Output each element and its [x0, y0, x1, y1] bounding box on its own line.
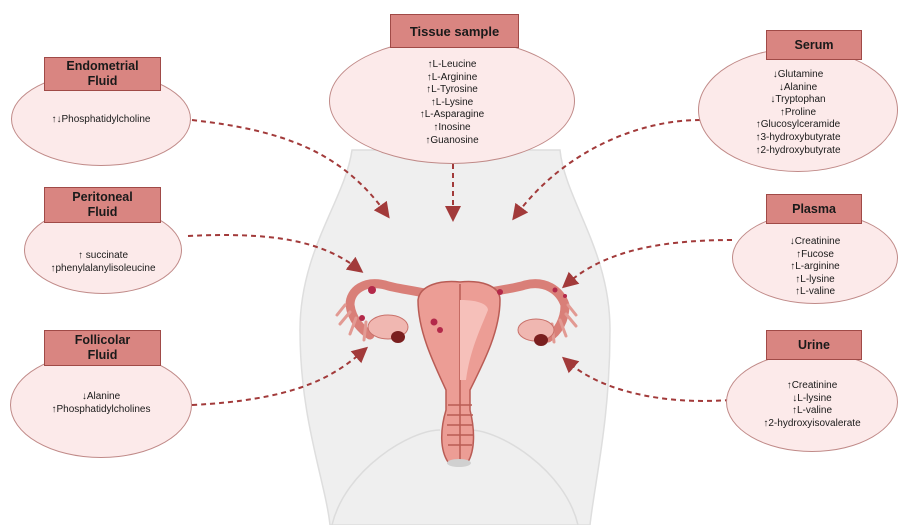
endometrial-items: ↑↓Phosphatidylcholine — [11, 114, 191, 127]
serum-item: ↑Proline — [698, 107, 898, 120]
follicular-title-box: Follicolar Fluid — [44, 330, 161, 366]
peritoneal-title-line2: Fluid — [88, 205, 118, 220]
urine-item: ↓L-lysine — [726, 393, 898, 406]
tissue-item: ↑L-Arginine — [329, 72, 575, 85]
urine-items: ↑Creatinine ↓L-lysine ↑L-valine ↑2-hydro… — [726, 380, 898, 430]
plasma-item: ↑L-valine — [732, 286, 898, 299]
tissue-title: Tissue sample — [410, 24, 499, 39]
tissue-item: ↑L-Asparagine — [329, 109, 575, 122]
urine-title-box: Urine — [766, 330, 862, 360]
urine-item: ↑L-valine — [726, 405, 898, 418]
endometrial-title-line1: Endometrial — [66, 59, 138, 74]
serum-item: ↑Glucosylceramide — [698, 119, 898, 132]
follicular-item: ↑Phosphatidylcholines — [10, 404, 192, 417]
peritoneal-title-box: Peritoneal Fluid — [44, 187, 161, 223]
serum-items: ↓Glutamine ↓Alanine ↓Tryptophan ↑Proline… — [698, 69, 898, 157]
peritoneal-items: ↑ succinate ↑phenylalanylisoleucine — [24, 250, 182, 275]
tissue-items: ↑L-Leucine ↑L-Arginine ↑L-Tyrosine ↑L-Ly… — [329, 59, 575, 147]
urine-item: ↑2-hydroxyisovalerate — [726, 418, 898, 431]
peritoneal-title-line1: Peritoneal — [72, 190, 132, 205]
serum-item: ↓Tryptophan — [698, 94, 898, 107]
serum-item: ↑2-hydroxybutyrate — [698, 145, 898, 158]
plasma-title-box: Plasma — [766, 194, 862, 224]
endometrial-item: ↑↓Phosphatidylcholine — [11, 114, 191, 127]
tissue-item: ↑L-Leucine — [329, 59, 575, 72]
plasma-title: Plasma — [792, 202, 836, 217]
plasma-items: ↓Creatinine ↑Fucose ↑L-arginine ↑L-lysin… — [732, 236, 898, 299]
serum-title: Serum — [795, 38, 834, 53]
tissue-item: ↑L-Tyrosine — [329, 84, 575, 97]
tissue-item: ↑L-Lysine — [329, 97, 575, 110]
follicular-item: ↓Alanine — [10, 391, 192, 404]
peritoneal-item: ↑ succinate — [24, 250, 182, 263]
plasma-item: ↓Creatinine — [732, 236, 898, 249]
follicular-title-line1: Follicolar — [75, 333, 131, 348]
follicular-title-line2: Fluid — [88, 348, 118, 363]
plasma-item: ↑Fucose — [732, 249, 898, 262]
tissue-item: ↑Inosine — [329, 122, 575, 135]
urine-title: Urine — [798, 338, 830, 353]
serum-title-box: Serum — [766, 30, 862, 60]
follicular-items: ↓Alanine ↑Phosphatidylcholines — [10, 391, 192, 416]
peritoneal-item: ↑phenylalanylisoleucine — [24, 263, 182, 276]
plasma-item: ↑L-arginine — [732, 261, 898, 274]
serum-item: ↓Alanine — [698, 82, 898, 95]
endometrial-title-box: Endometrial Fluid — [44, 57, 161, 91]
tissue-title-box: Tissue sample — [390, 14, 519, 48]
plasma-item: ↑L-lysine — [732, 274, 898, 287]
serum-item: ↓Glutamine — [698, 69, 898, 82]
tissue-item: ↑Guanosine — [329, 135, 575, 148]
serum-item: ↑3-hydroxybutyrate — [698, 132, 898, 145]
urine-item: ↑Creatinine — [726, 380, 898, 393]
endometrial-title-line2: Fluid — [88, 74, 118, 89]
